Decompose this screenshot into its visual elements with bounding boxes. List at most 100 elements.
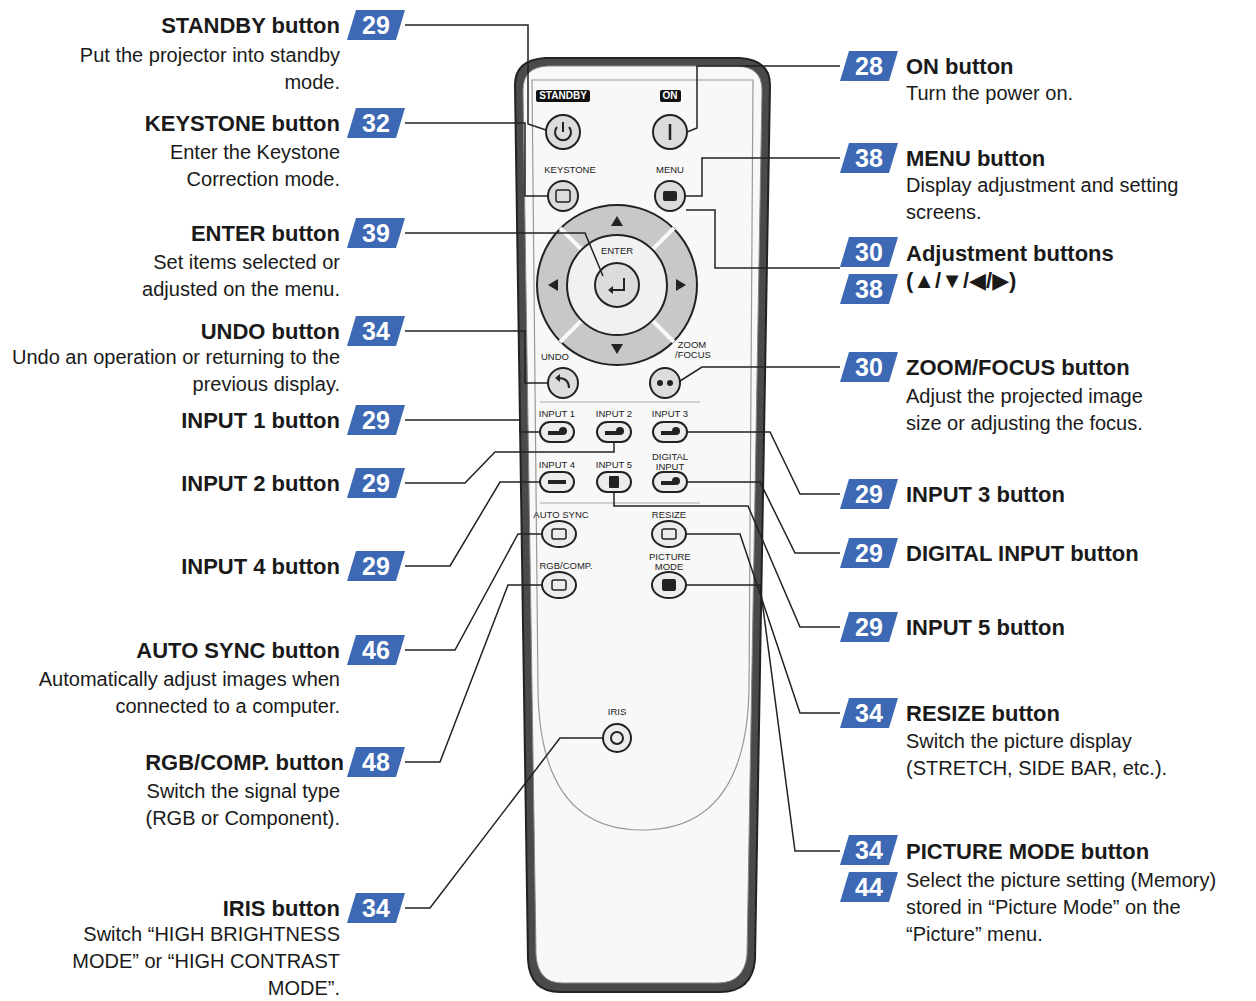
badge-fill [347,635,405,665]
button-name: KEYSTONE button [145,110,340,137]
badge-fill [840,352,898,382]
callout-badge: 38 [840,143,898,173]
key-legend: ON [660,90,681,102]
key-legend: PICTURE MODE [649,552,689,572]
badge-fill [840,143,898,173]
badge-fill [347,747,405,777]
button-name: RESIZE button [906,700,1060,727]
callout-badge: 34 [840,835,898,865]
button-description: Switch the signal type (RGB or Component… [108,778,340,832]
button-description: Enter the Keystone Correction mode. [125,139,340,193]
callout-badge: 29 [347,468,405,498]
button-name: STANDBY button [161,12,340,39]
callout-number: 29 [840,612,898,642]
button-name: AUTO SYNC button [136,637,340,664]
callout-number: 38 [840,143,898,173]
callout-badge: 46 [347,635,405,665]
key-legend: STANDBY [536,90,590,102]
button-name: MENU button [906,145,1045,172]
callout-number: 34 [840,698,898,728]
badge-fill [840,612,898,642]
callout-badge: 29 [347,405,405,435]
callout-number: 39 [347,218,405,248]
callout-badge: 29 [840,612,898,642]
button-name: INPUT 1 button [181,407,340,434]
key-legend: RGB/COMP. [536,561,596,571]
key-legend: ENTER [597,246,637,256]
callout-number: 44 [840,872,898,902]
button-name: (▲/▼/◀/▶) [906,267,1016,294]
callout-badge: 29 [840,538,898,568]
callout-badge: 48 [347,747,405,777]
badge-fill [840,51,898,81]
callout-badge: 30 [840,237,898,267]
key-legend: INPUT 4 [537,460,577,470]
button-description: Set items selected or adjusted on the me… [108,249,340,303]
callout-number: 34 [347,316,405,346]
callout-badge: 44 [840,872,898,902]
badge-fill [840,835,898,865]
badge-fill [347,405,405,435]
button-description: Display adjustment and setting screens. [906,172,1226,226]
callout-number: 29 [347,468,405,498]
badge-fill [347,551,405,581]
callout-number: 29 [347,551,405,581]
button-name: INPUT 5 button [906,614,1065,641]
button-name: ZOOM/FOCUS button [906,354,1130,381]
callout-number: 30 [840,237,898,267]
callout-badge: 34 [347,316,405,346]
callout-badge: 30 [840,352,898,382]
button-name: PICTURE MODE button [906,838,1149,865]
button-description: Undo an operation or returning to the pr… [4,344,340,398]
key-legend: INPUT 3 [650,409,690,419]
callout-number: 29 [840,538,898,568]
key-legend: IRIS [602,707,632,717]
badge-fill [840,237,898,267]
button-name: Adjustment buttons [906,240,1114,267]
callout-badge: 39 [347,218,405,248]
button-name: DIGITAL INPUT button [906,540,1139,567]
badge-fill [347,218,405,248]
button-description: Turn the power on. [906,80,1236,107]
button-name: ON button [906,53,1014,80]
badge-fill [840,872,898,902]
callout-number: 34 [347,893,405,923]
key-legend: KEYSTONE [540,165,600,175]
button-name: IRIS button [223,895,340,922]
badge-fill [347,316,405,346]
key-legend: ZOOM /FOCUS [675,340,709,360]
badge-fill [840,538,898,568]
key-legend: UNDO [535,352,575,362]
badge-fill [840,698,898,728]
button-name: INPUT 3 button [906,481,1065,508]
badge-fill [347,893,405,923]
callout-number: 48 [347,747,405,777]
callout-number: 29 [840,479,898,509]
button-name: INPUT 4 button [181,553,340,580]
button-name: RGB/COMP. button [145,749,344,776]
callout-number: 29 [347,10,405,40]
key-legend: MENU [650,165,690,175]
key-legend: INPUT 1 [537,409,577,419]
callout-badge: 38 [840,274,898,304]
badge-fill [347,468,405,498]
button-name: INPUT 2 button [181,470,340,497]
button-description: Adjust the projected image size or adjus… [906,383,1182,437]
button-description: Switch the picture display (STRETCH, SID… [906,728,1218,782]
badge-fill [840,479,898,509]
callout-badge: 29 [347,10,405,40]
badge-fill [347,10,405,40]
badge-fill [840,274,898,304]
badge-fill [347,108,405,138]
callout-number: 32 [347,108,405,138]
callout-number: 34 [840,835,898,865]
callout-badge: 34 [347,893,405,923]
callout-badge: 28 [840,51,898,81]
callout-number: 28 [840,51,898,81]
button-description: Switch “HIGH BRIGHTNESS MODE” or “HIGH C… [40,921,340,1001]
key-legend: DIGITAL INPUT [651,452,689,472]
key-legend: INPUT 5 [594,460,634,470]
leader-lines [405,25,840,908]
callout-number: 38 [840,274,898,304]
